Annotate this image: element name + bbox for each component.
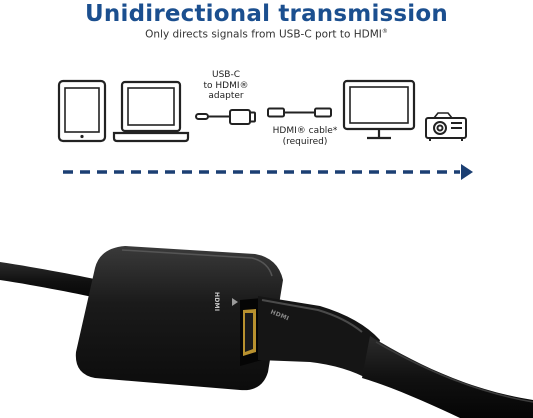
port-marker-icon — [232, 298, 238, 306]
laptop-icon — [112, 80, 190, 143]
usb-c-cable — [0, 262, 110, 300]
projector-icon — [425, 112, 467, 141]
usb-c-adapter-icon — [195, 109, 256, 125]
hdmi-port — [240, 298, 262, 366]
registered-mark: ® — [381, 28, 388, 35]
hdmi-cable-icon — [267, 107, 332, 118]
page-subtitle: Only directs signals from USB-C port to … — [0, 25, 533, 42]
cable-label: HDMI® cable* (required) — [272, 126, 338, 147]
port-print: HDMI — [213, 292, 220, 312]
subtitle-text: Only directs signals from USB-C port to … — [145, 28, 382, 41]
page-title: Unidirectional transmission — [85, 1, 448, 27]
tablet-icon — [57, 79, 107, 143]
transmission-diagram — [57, 79, 473, 180]
direction-arrow — [63, 164, 473, 180]
adapter-photo — [0, 246, 533, 418]
monitor-icon — [342, 79, 416, 140]
adapter-label: USB-C to HDMI® adapter — [203, 70, 249, 101]
adapter-body — [75, 246, 284, 391]
hdmi-cable — [258, 296, 533, 418]
